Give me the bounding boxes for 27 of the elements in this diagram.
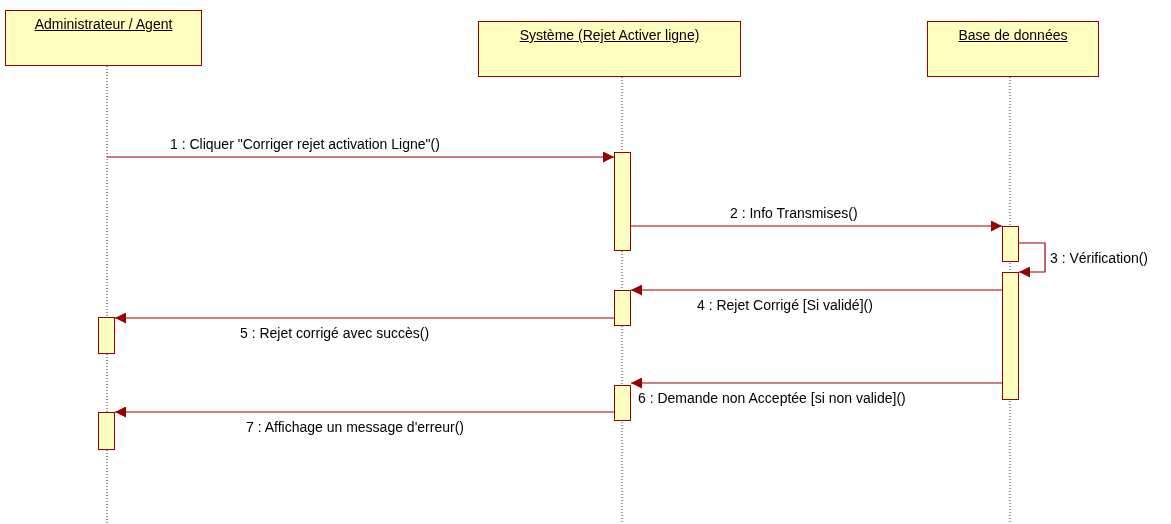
activation-bar [98,317,115,354]
lifeline-name: Base de données [957,26,1069,43]
message-arrow [1018,242,1046,278]
lifeline-header [478,21,741,77]
message-label: 1 : Cliquer "Corriger rejet activation Ligne"() [170,136,440,152]
activation-bar [1002,272,1019,400]
message-label: 6 : Demande non Acceptée [si non valide]() [638,390,906,406]
activation-bar [614,152,631,251]
message-arrow [114,406,615,418]
lifeline-name: Système (Rejet Activer ligne) [518,26,701,43]
message-label: 4 : Rejet Corrigé [Si validé]() [697,297,873,313]
message-arrow [106,151,615,163]
activation-bar [98,412,115,450]
message-arrow [630,377,1003,389]
message-label: 5 : Rejet corrigé avec succès() [240,325,430,341]
message-label: 7 : Affichage un message d'erreur() [246,419,464,435]
activation-bar [614,290,631,326]
message-arrow [114,312,615,324]
message-label: 2 : Info Transmises() [730,205,858,221]
message-arrow [630,284,1003,296]
message-arrow [630,220,1003,232]
activation-bar [614,385,631,421]
activation-bar [1002,226,1019,262]
lifeline-header [5,10,202,66]
lifeline-header [927,21,1099,77]
message-label: 3 : Vérification() [1050,250,1149,266]
lifeline-name: Administrateur / Agent [33,15,174,32]
